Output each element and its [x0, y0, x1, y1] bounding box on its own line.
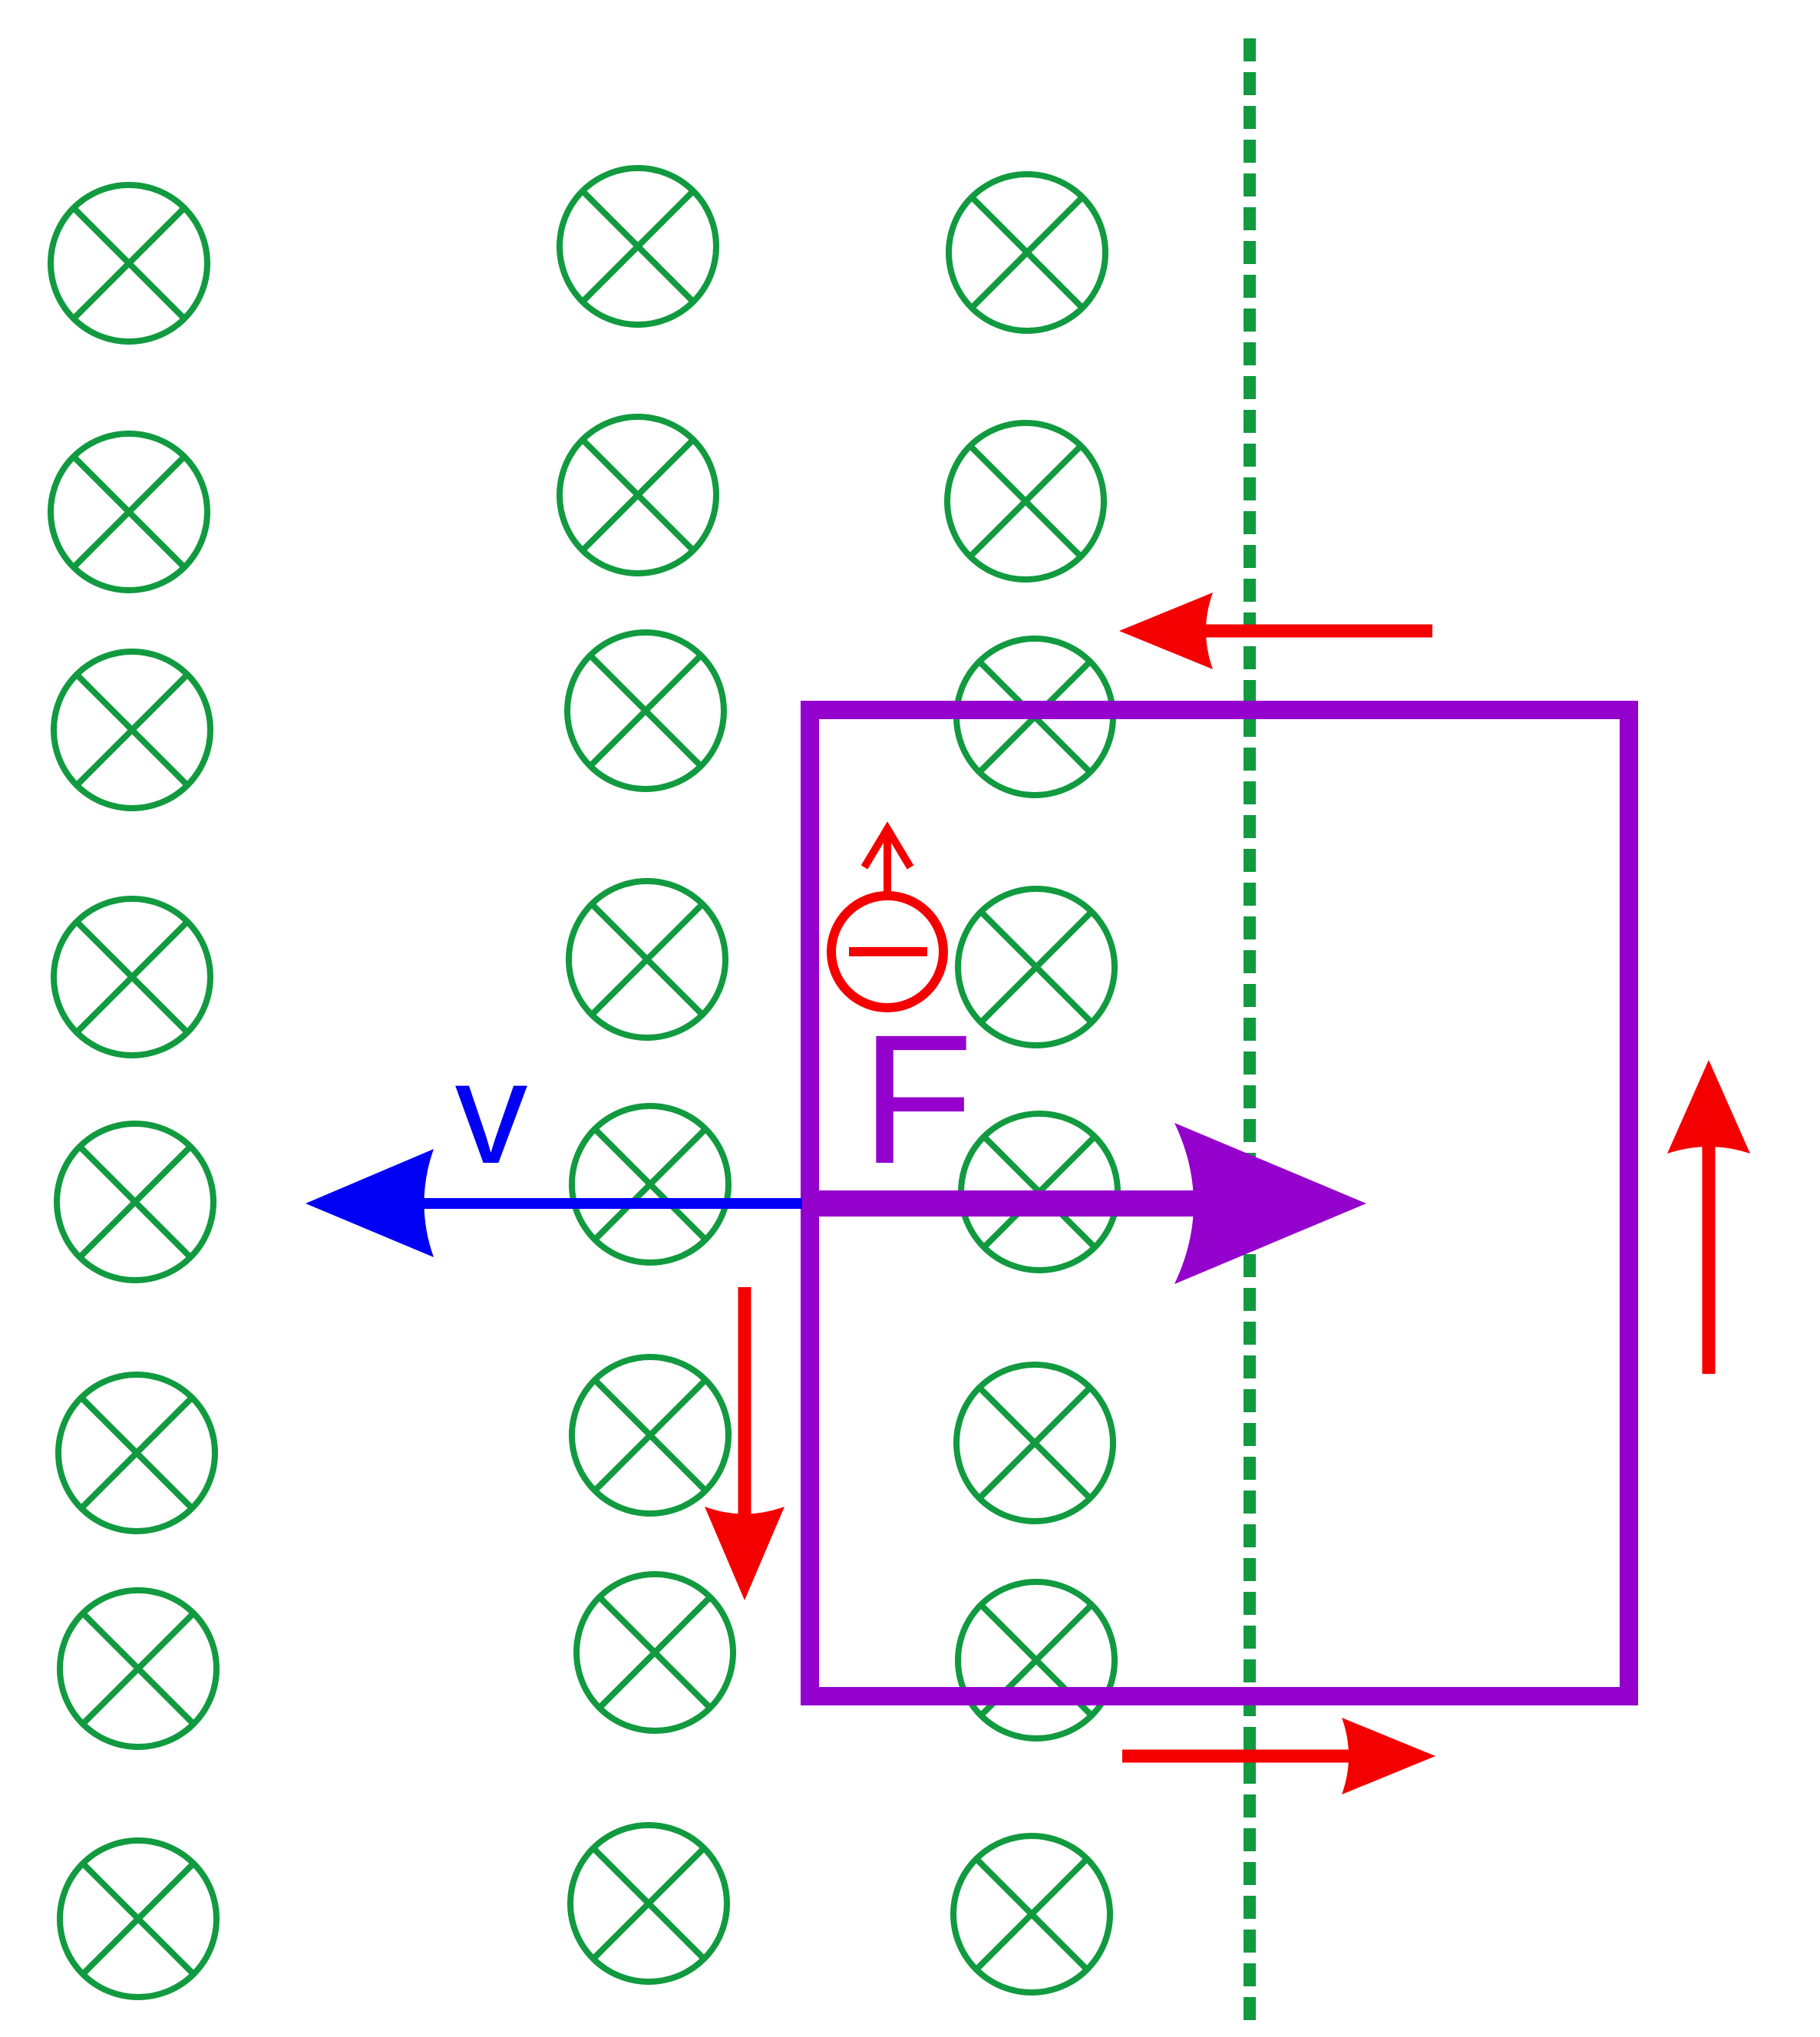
velocity-label: v	[455, 1032, 528, 1194]
magnetic-field-into-page-icon	[573, 1571, 736, 1734]
electron-motion-arrow	[860, 821, 914, 893]
magnetic-field-into-page-icon	[557, 165, 719, 328]
current-arrow-down	[705, 1287, 784, 1600]
magnetic-field-into-page-icon	[569, 1103, 732, 1266]
current-arrow-up	[1667, 1060, 1750, 1374]
velocity-arrow	[306, 1149, 802, 1257]
force-arrow	[802, 1123, 1366, 1284]
current-arrow-right	[1122, 1718, 1435, 1794]
magnetic-field-into-page-icon	[55, 1372, 218, 1534]
magnetic-field-into-page-icon	[564, 629, 727, 792]
magnetic-field-into-page-icon	[566, 878, 728, 1041]
magnetic-field-into-page-icon	[51, 649, 213, 811]
magnetic-field-into-page-icon	[57, 1837, 220, 2000]
magnetic-field-into-page-icon	[48, 182, 210, 345]
magnetic-field-into-page-icon	[955, 1579, 1118, 1742]
magnetic-field-into-page-icon	[569, 1354, 732, 1517]
magnetic-field-into-page-icon	[57, 1587, 220, 1750]
current-arrow-left	[1119, 593, 1432, 669]
magnetic-field-into-page-icon	[54, 1121, 216, 1283]
magnetic-field-into-page-icon	[944, 420, 1107, 583]
magnetic-field-into-page-icon	[557, 414, 719, 576]
electron-charge	[827, 891, 948, 1012]
magnetic-field-into-page-icon	[953, 1362, 1116, 1524]
magnetic-field-into-page-icon	[51, 896, 213, 1058]
force-label: F	[861, 996, 974, 1202]
magnetic-field-into-page-icon	[946, 171, 1108, 334]
magnetic-field-into-page-icon	[567, 1822, 730, 1985]
magnetic-field-into-page-icon	[48, 431, 210, 593]
magnetic-field-into-page-icon	[955, 886, 1118, 1048]
magnetic-field-into-page-icon	[950, 1833, 1113, 1996]
